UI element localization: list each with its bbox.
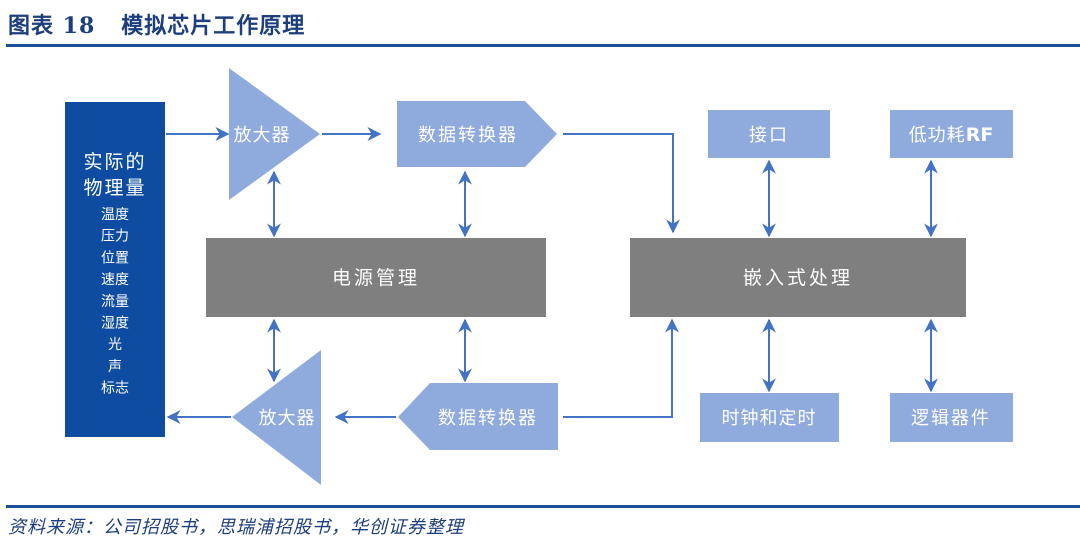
amplifier-input-label: 放大器 [234, 125, 291, 146]
physical-quantity-item: 声 [108, 359, 122, 375]
title-rule [6, 44, 1080, 47]
physical-quantity-item: 温度 [101, 207, 129, 223]
physical-quantity-item: 标志 [101, 381, 129, 397]
power-management-block: 电源管理 [206, 238, 546, 317]
low-power-rf-label-en: RF [966, 124, 994, 146]
data-converter-input-label: 数据转换器 [418, 125, 518, 146]
physical-quantity-item: 位置 [101, 250, 129, 266]
physical-quantity-item: 光 [108, 337, 122, 353]
physical-heading-line2: 物理量 [83, 177, 146, 199]
interface-block: 接口 [708, 110, 830, 158]
data-converter-input-block: 数据转换器 [397, 101, 557, 167]
low-power-rf-label-cn: 低功耗 [909, 125, 966, 146]
power-management-label: 电源管理 [332, 267, 420, 289]
figure-title: 图表 18 模拟芯片工作原理 [8, 13, 306, 39]
physical-quantity-item: 压力 [101, 229, 129, 245]
arrow-converter-to-embedded [563, 133, 680, 234]
physical-quantity-item: 速度 [101, 272, 129, 288]
low-power-rf-label: 低功耗RF [909, 124, 994, 146]
source-note: 资料来源：公司招股书，思瑞浦招股书，华创证券整理 [8, 517, 464, 538]
data-converter-output-block: 数据转换器 [398, 383, 558, 450]
physical-quantity-item: 流量 [101, 294, 129, 310]
amplifier-input-block: 放大器 [229, 68, 320, 200]
data-converter-output-label: 数据转换器 [438, 408, 538, 429]
logic-devices-block: 逻辑器件 [890, 393, 1013, 442]
interface-label: 接口 [749, 125, 789, 146]
clock-timing-label: 时钟和定时 [722, 408, 817, 429]
clock-timing-block: 时钟和定时 [700, 393, 839, 442]
amplifier-output-block: 放大器 [232, 350, 321, 485]
low-power-rf-block: 低功耗RF [890, 110, 1013, 158]
embedded-processing-block: 嵌入式处理 [630, 238, 966, 317]
arrow-embedded-to-converter [563, 322, 673, 418]
physical-heading-line1: 实际的 [83, 151, 146, 173]
amplifier-output-label: 放大器 [259, 408, 316, 429]
source-rule [6, 505, 1080, 508]
logic-devices-label: 逻辑器件 [911, 408, 991, 429]
physical-quantity-item: 湿度 [101, 316, 129, 332]
embedded-processing-label: 嵌入式处理 [743, 267, 853, 289]
